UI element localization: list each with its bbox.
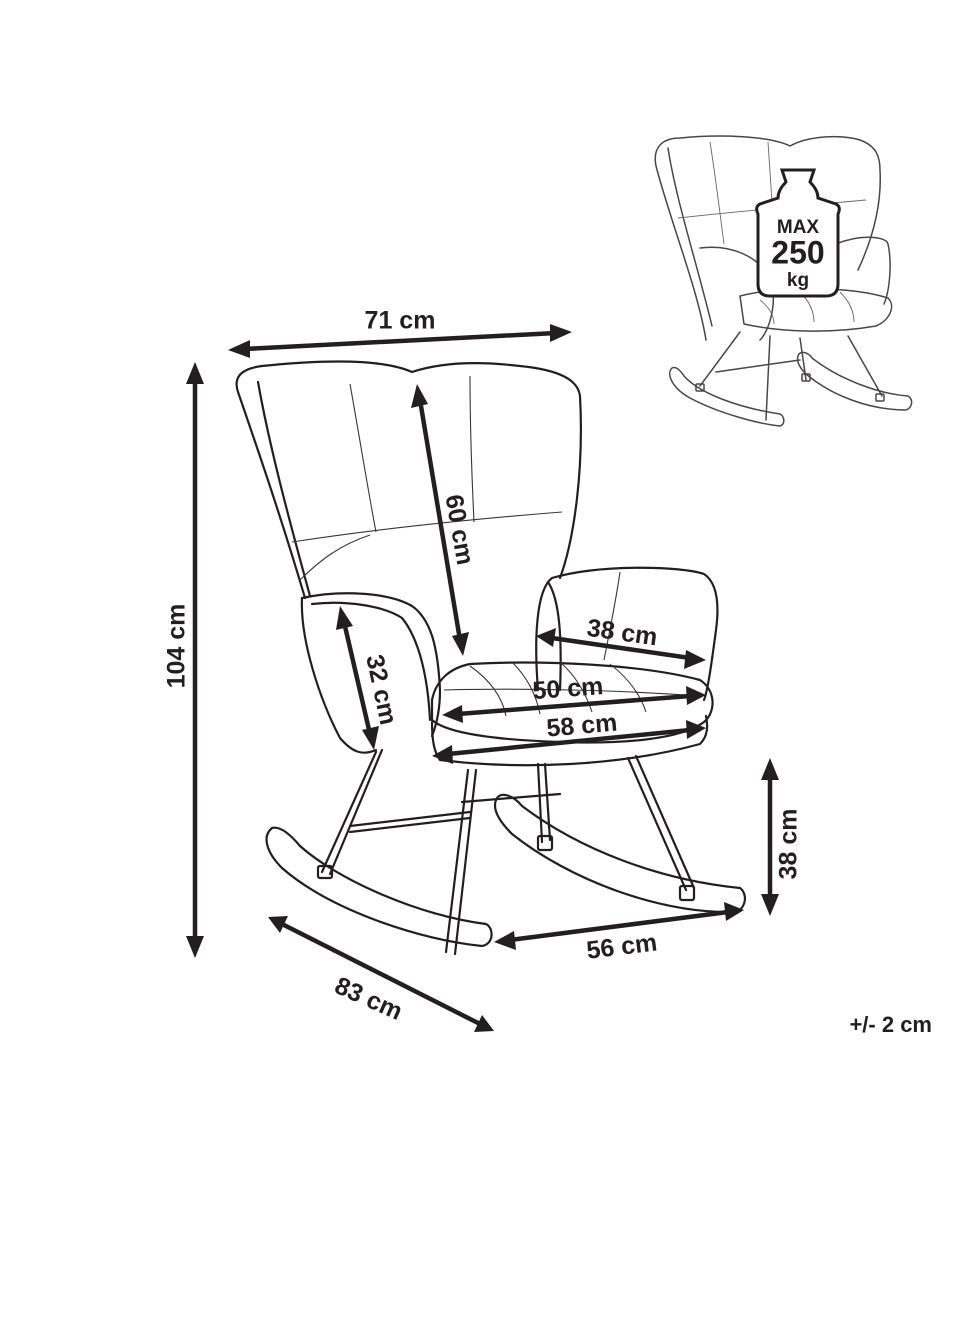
weight-badge-unit: kg: [787, 270, 809, 291]
weight-badge-max: MAX: [777, 217, 820, 238]
dimension-rocker-spread-arrow: [494, 902, 744, 950]
rocking-chair-drawing: [235, 360, 746, 956]
dimension-backrest-arrow: [411, 384, 469, 656]
label-seat-width: 50 cm: [532, 672, 605, 705]
dimension-armrest-depth-arrow: [536, 628, 706, 669]
dimension-seat-height-arrow: [761, 758, 779, 916]
tolerance-note: +/- 2 cm: [849, 1012, 932, 1037]
label-height: 104 cm: [163, 604, 191, 689]
dimension-height-arrow: [186, 362, 204, 958]
dimension-arrows: [186, 324, 779, 1032]
label-seat-height: 38 cm: [775, 809, 803, 880]
weight-badge-value: 250: [771, 234, 824, 270]
dimension-seat-depth-arrow: [432, 720, 706, 764]
label-rocker-spread: 56 cm: [585, 928, 659, 964]
dimension-width-arrow: [228, 324, 572, 358]
dimension-depth-arrow: [268, 916, 494, 1032]
label-seat-depth: 58 cm: [545, 709, 618, 743]
dimension-seat-width-arrow: [442, 686, 706, 723]
weight-badge: MAX 250 kg: [755, 168, 841, 298]
dimension-labels: 71 cm 104 cm 60 cm 32 cm 38 cm 50 cm 58 …: [163, 307, 803, 1026]
weight-capacity-illustration: MAX 250 kg: [654, 135, 913, 427]
dimension-armrest-height-arrow: [336, 606, 379, 750]
label-width: 71 cm: [365, 307, 436, 335]
